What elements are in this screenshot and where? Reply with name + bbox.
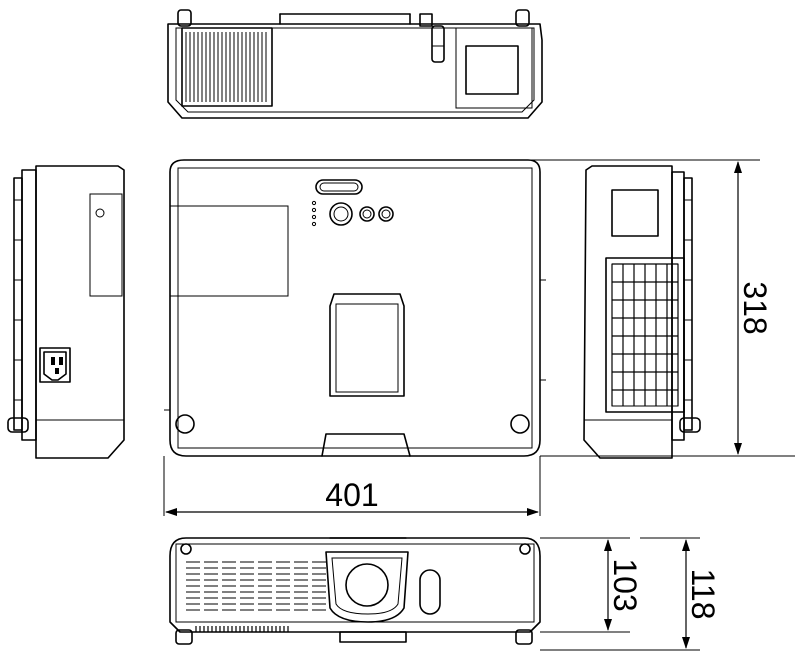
height-total-dimension: 118	[682, 539, 721, 649]
right-side-view	[583, 165, 701, 459]
lamp-cover	[329, 293, 405, 397]
front-vent-grille	[186, 561, 326, 611]
front-view	[169, 537, 541, 645]
height-total-label: 118	[685, 568, 721, 619]
depth-label: 318	[737, 281, 773, 334]
width-label: 401	[325, 477, 378, 513]
lens	[325, 551, 409, 623]
rear-view	[167, 9, 543, 119]
control-buttons	[311, 200, 394, 227]
power-inlet	[39, 347, 71, 383]
width-dimension: 401	[165, 477, 539, 516]
speaker-grille-rear	[465, 45, 519, 95]
height-body-label: 103	[607, 558, 643, 611]
height-body-dimension: 103	[604, 539, 643, 631]
rear-vent-grille	[181, 27, 273, 107]
speaker-grille-side	[611, 189, 659, 237]
left-side-view	[7, 165, 125, 459]
top-view	[164, 159, 546, 457]
depth-dimension: 318	[734, 161, 773, 455]
filter-cover	[605, 257, 685, 413]
